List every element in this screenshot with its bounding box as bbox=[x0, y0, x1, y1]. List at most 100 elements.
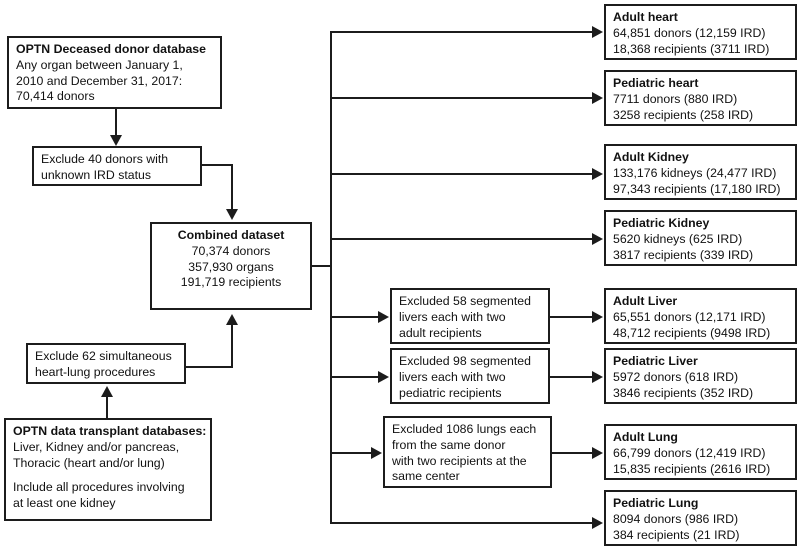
box-outcome-adult-heart: Adult heart 64,851 donors (12,159 IRD) 1… bbox=[604, 4, 797, 60]
pediatric-segmented-livers-line-1: Excluded 98 segmented bbox=[399, 354, 531, 368]
arrowhead-pediatric-heart bbox=[592, 92, 603, 104]
arrowhead-adult-liver-exclusion bbox=[378, 311, 389, 323]
pediatric-lung-recipients: 384 recipients (21 IRD) bbox=[613, 527, 740, 542]
box-excluded-adult-segmented-livers: Excluded 58 segmented livers each with t… bbox=[390, 288, 550, 344]
donor-database-line-2: 2010 and December 31, 2017: bbox=[16, 73, 183, 88]
connector-trunk-to-lung-exclusion bbox=[330, 452, 373, 455]
box-outcome-adult-liver: Adult Liver 65,551 donors (12,171 IRD) 4… bbox=[604, 288, 797, 344]
pediatric-segmented-livers-line-3: pediatric recipients bbox=[399, 385, 502, 400]
combined-dataset-line-1: 70,374 donors bbox=[191, 243, 271, 258]
connector-adult-liver-exclusion-to-outcome bbox=[550, 316, 594, 319]
box-outcome-pediatric-heart: Pediatric heart 7711 donors (880 IRD) 32… bbox=[604, 70, 797, 126]
exclude-unknown-ird-line-1: Exclude 40 donors with bbox=[41, 152, 169, 166]
box-excluded-lungs-same-donor: Excluded 1086 lungs each from the same d… bbox=[383, 416, 552, 488]
lungs-same-donor-line-3: with two recipients at the bbox=[392, 453, 527, 468]
combined-dataset-header: Combined dataset bbox=[177, 228, 285, 242]
adult-liver-recipients: 48,712 recipients (9498 IRD) bbox=[613, 325, 771, 340]
connector-trunk-to-adult-heart bbox=[330, 31, 594, 34]
adult-lung-recipients: 15,835 recipients (2616 IRD) bbox=[613, 461, 771, 476]
combined-dataset-line-2: 357,930 organs bbox=[188, 259, 274, 274]
connector-transplantdb-to-exclude62 bbox=[106, 396, 109, 420]
connector-lung-exclusion-to-adult-lung bbox=[552, 452, 594, 455]
box-excluded-pediatric-segmented-livers: Excluded 98 segmented livers each with t… bbox=[390, 348, 550, 404]
connector-trunk-to-pediatric-lung bbox=[330, 522, 594, 525]
pediatric-kidney-donors: 5620 kidneys (625 IRD) bbox=[613, 231, 743, 246]
adult-heart-header: Adult heart bbox=[613, 10, 678, 24]
connector-donordb-to-exclude40 bbox=[115, 109, 118, 137]
pediatric-kidney-recipients: 3817 recipients (339 IRD) bbox=[613, 247, 754, 262]
adult-heart-recipients: 18,368 recipients (3711 IRD) bbox=[613, 41, 770, 56]
connector-exclude62-elbow-v bbox=[231, 324, 234, 368]
box-exclude-unknown-ird: Exclude 40 donors with unknown IRD statu… bbox=[32, 146, 202, 186]
adult-kidney-recipients: 97,343 recipients (17,180 IRD) bbox=[613, 181, 781, 196]
adult-lung-donors: 66,799 donors (12,419 IRD) bbox=[613, 445, 766, 460]
pediatric-kidney-header: Pediatric Kidney bbox=[613, 216, 710, 230]
pediatric-heart-recipients: 3258 recipients (258 IRD) bbox=[613, 107, 754, 122]
box-outcome-adult-kidney: Adult Kidney 133,176 kidneys (24,477 IRD… bbox=[604, 144, 797, 200]
main-vertical-trunk bbox=[330, 31, 333, 524]
pediatric-liver-header: Pediatric Liver bbox=[613, 354, 698, 368]
transplant-databases-line-2: Thoracic (heart and/or lung) bbox=[13, 455, 165, 470]
arrowhead-exclude62 bbox=[101, 386, 113, 397]
connector-exclude40-elbow-h bbox=[200, 164, 233, 167]
arrowhead-combined-dataset-top bbox=[226, 209, 238, 220]
pediatric-lung-header: Pediatric Lung bbox=[613, 496, 699, 510]
adult-segmented-livers-line-2: livers each with two bbox=[399, 309, 506, 324]
pediatric-segmented-livers-line-2: livers each with two bbox=[399, 369, 506, 384]
connector-trunk-to-adult-liver-exclusion bbox=[330, 316, 380, 319]
arrowhead-adult-liver bbox=[592, 311, 603, 323]
donor-database-header: OPTN Deceased donor database bbox=[16, 42, 206, 56]
lungs-same-donor-line-1: Excluded 1086 lungs each bbox=[392, 422, 537, 436]
box-outcome-pediatric-liver: Pediatric Liver 5972 donors (618 IRD) 38… bbox=[604, 348, 797, 404]
pediatric-heart-header: Pediatric heart bbox=[613, 76, 699, 90]
pediatric-liver-recipients: 3846 recipients (352 IRD) bbox=[613, 385, 754, 400]
box-outcome-adult-lung: Adult Lung 66,799 donors (12,419 IRD) 15… bbox=[604, 424, 797, 480]
box-optn-data-transplant-databases: OPTN data transplant databases: Liver, K… bbox=[4, 418, 212, 521]
arrowhead-adult-lung bbox=[592, 447, 603, 459]
box-optn-deceased-donor-database: OPTN Deceased donor database Any organ b… bbox=[7, 36, 222, 109]
transplant-databases-header: OPTN data transplant databases: bbox=[13, 424, 207, 438]
transplant-databases-line-4: at least one kidney bbox=[13, 496, 116, 511]
box-combined-dataset: Combined dataset 70,374 donors 357,930 o… bbox=[150, 222, 312, 310]
pediatric-lung-donors: 8094 donors (986 IRD) bbox=[613, 511, 739, 526]
arrowhead-adult-kidney bbox=[592, 168, 603, 180]
transplant-databases-line-1: Liver, Kidney and/or pancreas, bbox=[13, 439, 180, 454]
arrowhead-pediatric-kidney bbox=[592, 233, 603, 245]
exclude-heart-lung-line-2: heart-lung procedures bbox=[35, 364, 156, 379]
lungs-same-donor-line-4: same center bbox=[392, 469, 460, 484]
arrowhead-pediatric-lung bbox=[592, 517, 603, 529]
connector-trunk-to-pediatric-liver-exclusion bbox=[330, 376, 380, 379]
connector-trunk-to-pediatric-heart bbox=[330, 97, 594, 100]
arrowhead-exclude40 bbox=[110, 135, 122, 146]
exclude-heart-lung-line-1: Exclude 62 simultaneous bbox=[35, 349, 172, 363]
adult-liver-donors: 65,551 donors (12,171 IRD) bbox=[613, 309, 766, 324]
pediatric-liver-donors: 5972 donors (618 IRD) bbox=[613, 369, 739, 384]
connector-combined-to-trunk bbox=[310, 265, 332, 268]
transplant-databases-line-3: Include all procedures involving bbox=[13, 480, 185, 495]
adult-lung-header: Adult Lung bbox=[613, 430, 678, 444]
adult-segmented-livers-line-1: Excluded 58 segmented bbox=[399, 294, 531, 308]
donor-database-line-1: Any organ between January 1, bbox=[16, 57, 183, 72]
box-exclude-heart-lung: Exclude 62 simultaneous heart-lung proce… bbox=[26, 343, 186, 384]
box-outcome-pediatric-kidney: Pediatric Kidney 5620 kidneys (625 IRD) … bbox=[604, 210, 797, 266]
connector-pediatric-liver-exclusion-to-outcome bbox=[550, 376, 594, 379]
exclude-unknown-ird-line-2: unknown IRD status bbox=[41, 167, 152, 182]
connector-exclude40-elbow-v bbox=[231, 164, 234, 210]
pediatric-heart-donors: 7711 donors (880 IRD) bbox=[613, 91, 738, 106]
adult-kidney-header: Adult Kidney bbox=[613, 150, 689, 164]
arrowhead-pediatric-liver-exclusion bbox=[378, 371, 389, 383]
connector-trunk-to-pediatric-kidney bbox=[330, 238, 594, 241]
combined-dataset-line-3: 191,719 recipients bbox=[180, 275, 282, 290]
connector-exclude62-elbow-h bbox=[184, 366, 233, 369]
arrowhead-adult-heart bbox=[592, 26, 603, 38]
connector-trunk-to-adult-kidney bbox=[330, 173, 594, 176]
arrowhead-pediatric-liver bbox=[592, 371, 603, 383]
adult-kidney-donors: 133,176 kidneys (24,477 IRD) bbox=[613, 165, 777, 180]
box-outcome-pediatric-lung: Pediatric Lung 8094 donors (986 IRD) 384… bbox=[604, 490, 797, 546]
adult-heart-donors: 64,851 donors (12,159 IRD) bbox=[613, 25, 766, 40]
donor-database-line-3: 70,414 donors bbox=[16, 89, 95, 104]
arrowhead-combined-dataset-bottom bbox=[226, 314, 238, 325]
adult-segmented-livers-line-3: adult recipients bbox=[399, 325, 482, 340]
adult-liver-header: Adult Liver bbox=[613, 294, 678, 308]
